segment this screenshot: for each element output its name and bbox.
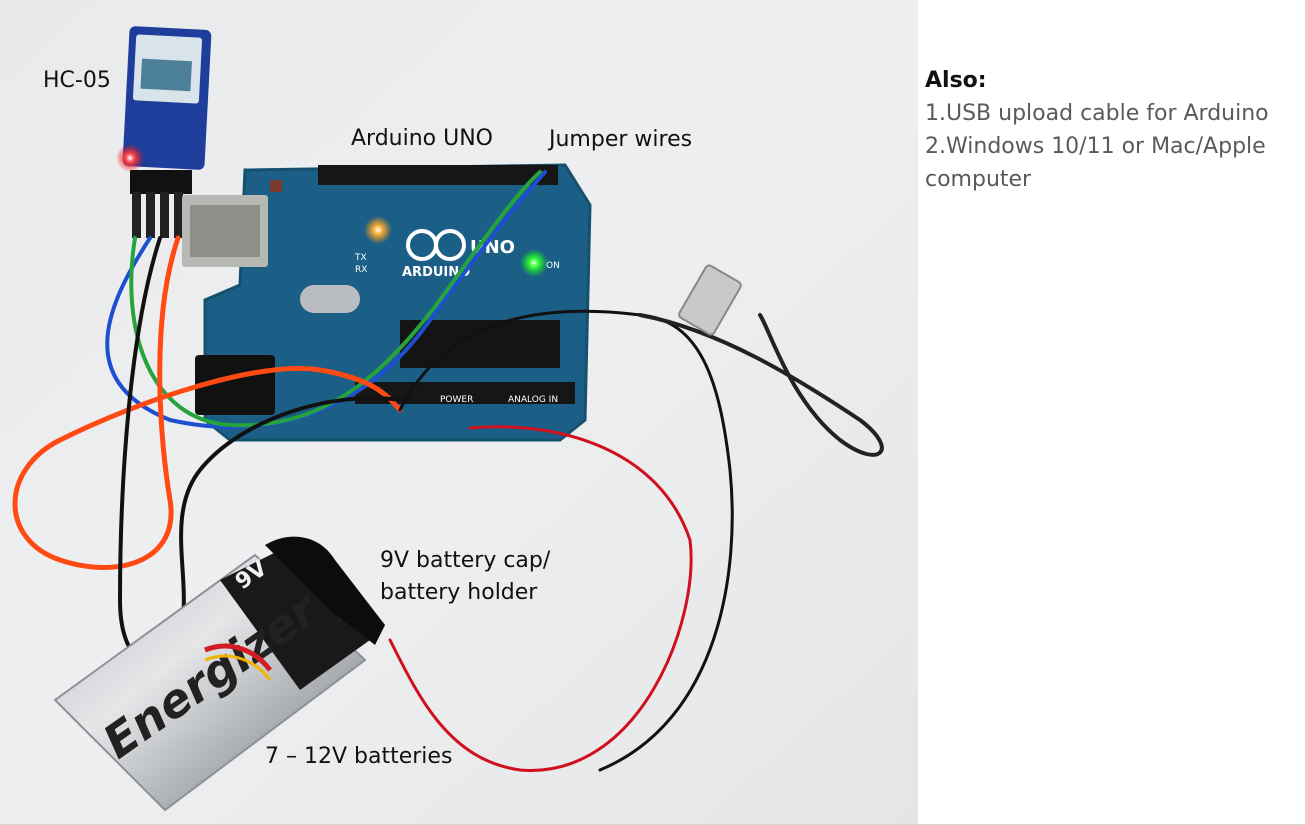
notes-panel: Also: 1.USB upload cable for Arduino 2.W… [925,64,1295,196]
green-led-glow [520,249,548,277]
hardware-photo: ARDUINO UNO POWER ANALOG IN ON TX RX Ene… [0,0,918,825]
arduino-label: Arduino UNO [351,126,494,151]
notes-item-computer: 2.Windows 10/11 or Mac/Apple computer [925,134,1266,192]
jumper-wires [12,170,884,772]
hc05-label: HC-05 [43,68,111,93]
battery-holder-label: battery holder [380,580,538,605]
battery-cap-label: 9V battery cap/ [380,548,551,573]
rx-text: RX [355,265,367,275]
jumper-wires-label: Jumper wires [549,127,693,152]
power-header-text: POWER [440,395,473,405]
on-led-text: ON [546,261,560,271]
board-brand-text: ARDUINO [402,265,470,280]
batteries-label: 7 – 12V batteries [265,744,453,769]
notes-item-usb: 1.USB upload cable for Arduino [925,101,1269,126]
tx-text: TX [354,253,367,263]
orange-led-glow [364,216,392,244]
hc05-module [116,26,212,238]
analog-header-text: ANALOG IN [508,395,558,405]
notes-title: Also: [925,68,987,93]
